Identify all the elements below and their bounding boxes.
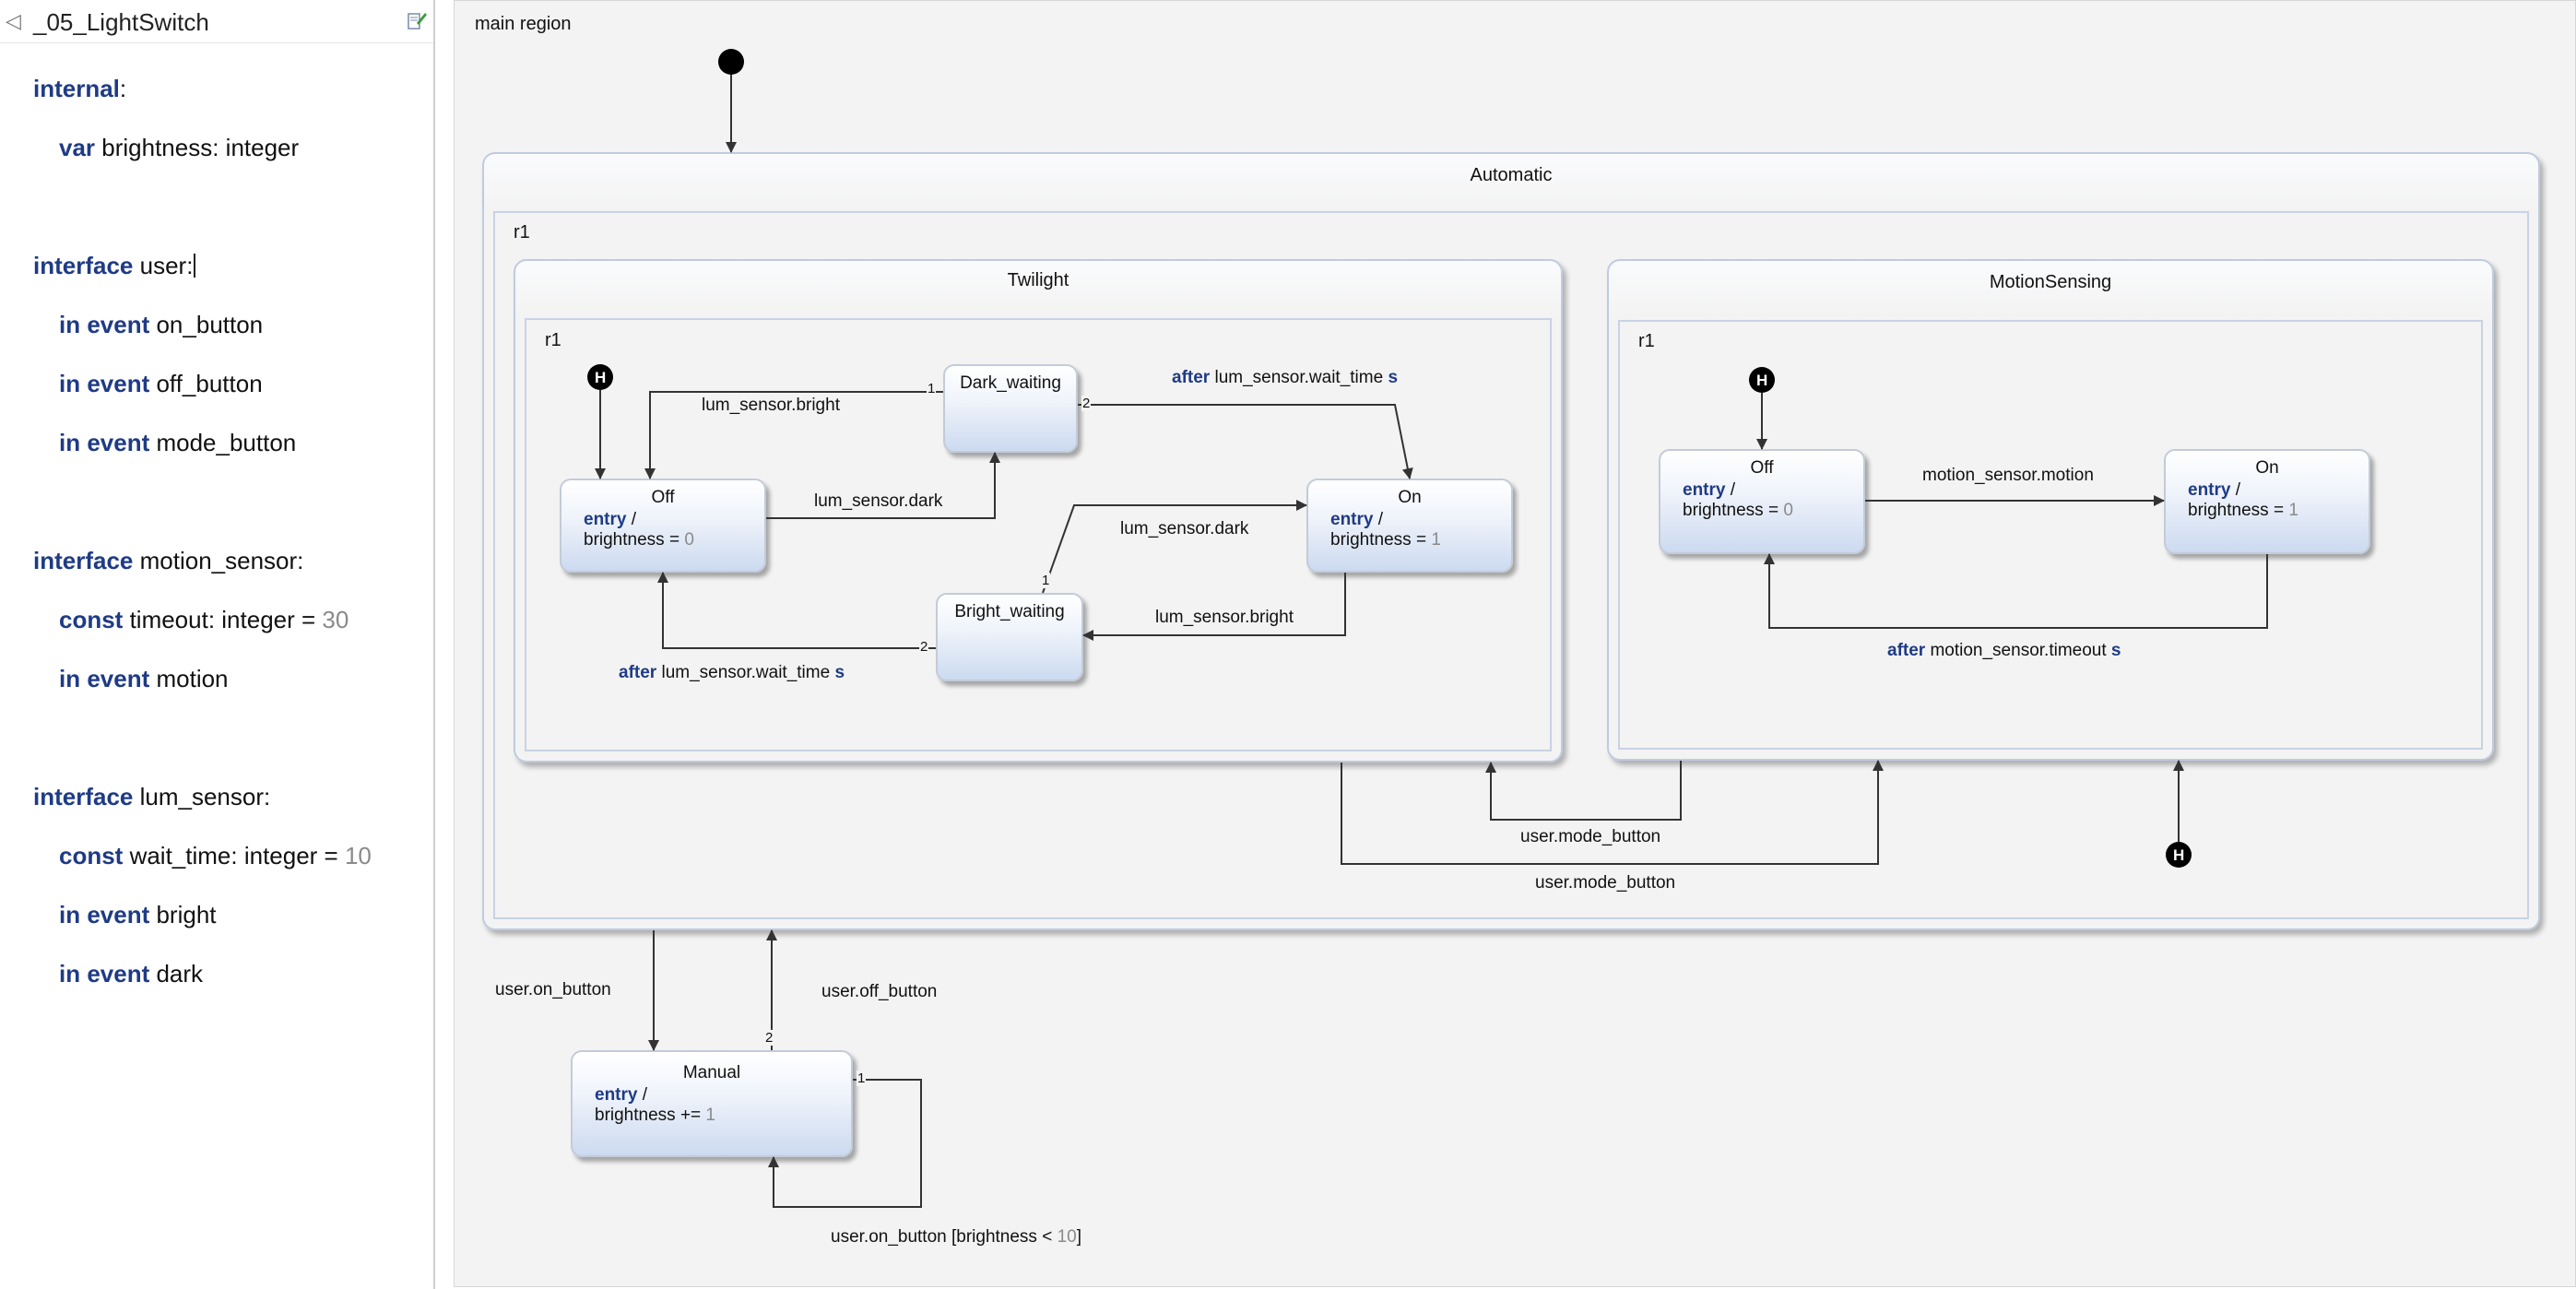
transition-label[interactable]: after lum_sensor.wait_time s: [619, 663, 845, 682]
state-name: On: [2255, 458, 2279, 478]
state-entry-action: entry /brightness += 1: [595, 1085, 715, 1125]
text-cursor: [194, 254, 196, 278]
state-name: Bright_waiting: [954, 602, 1065, 621]
state-entry-action: entry /brightness = 1: [1330, 510, 1441, 550]
state-name: Dark_waiting: [960, 373, 1061, 393]
svg-text:H: H: [2173, 846, 2184, 864]
automatic-history-node[interactable]: H: [2166, 842, 2192, 868]
transition-twilight-to-motion[interactable]: [1341, 760, 1884, 865]
code-line: in event motion: [59, 665, 229, 692]
transition-label[interactable]: user.on_button [brightness < 10]: [831, 1227, 1082, 1247]
initial-state[interactable]: [718, 49, 744, 75]
automatic-region-label: r1: [514, 222, 530, 242]
transition-bright-to-off[interactable]: [657, 572, 936, 649]
code-line: const wait_time: integer = 10: [59, 842, 372, 869]
motion-region-label: r1: [1638, 331, 1655, 351]
transition-label[interactable]: user.mode_button: [1535, 873, 1676, 893]
code-line: in event mode_button: [59, 429, 297, 456]
transition-dark-to-off[interactable]: [644, 391, 943, 479]
code-line: const timeout: integer = 30: [59, 606, 349, 633]
transition-priority: 2: [919, 639, 929, 655]
main-region-label: main region: [475, 14, 572, 34]
state-twilight-on[interactable]: On entry /brightness = 1: [1306, 479, 1513, 573]
svg-text:H: H: [1756, 372, 1767, 389]
code-line: interface user:: [33, 251, 372, 280]
code-line: interface lum_sensor:: [33, 783, 271, 810]
state-motion-on[interactable]: On entry /brightness = 1: [2164, 449, 2370, 554]
state-automatic-title: Automatic: [1470, 165, 1553, 185]
code-line: in event off_button: [59, 370, 263, 397]
statechart-diagram-canvas[interactable]: main region Automatic r1 Twilight r1 Mot…: [454, 0, 2576, 1287]
panel-header: ◁ _05_LightSwitch: [0, 0, 433, 43]
transition-label[interactable]: lum_sensor.dark: [1120, 519, 1249, 538]
svg-text:H: H: [595, 369, 606, 386]
twilight-region-label: r1: [545, 330, 561, 350]
motion-history-node[interactable]: H: [1749, 367, 1775, 393]
definition-section-panel: ◁ _05_LightSwitch internal: var brightne…: [0, 0, 435, 1289]
transition-label[interactable]: user.off_button: [821, 982, 938, 1001]
code-line: var brightness: integer: [59, 134, 300, 161]
transition-off-to-dark[interactable]: [766, 452, 1000, 519]
state-name: Manual: [682, 1063, 741, 1082]
code-line: in event bright: [59, 901, 217, 928]
definition-code-editor[interactable]: internal: var brightness: integer interf…: [33, 44, 372, 1047]
transition-motion-to-twilight[interactable]: [1485, 761, 1682, 821]
transition-label[interactable]: user.on_button: [495, 980, 611, 999]
state-twilight-title: Twilight: [1007, 270, 1069, 290]
state-motion-off[interactable]: Off entry /brightness = 0: [1659, 449, 1865, 554]
collapse-panel-icon[interactable]: ◁: [6, 9, 21, 32]
state-name: Off: [1750, 458, 1774, 478]
state-manual[interactable]: Manual entry /brightness += 1: [571, 1050, 853, 1157]
code-line: internal:: [33, 75, 127, 102]
code-line: in event on_button: [59, 311, 264, 338]
transition-priority: 1: [927, 381, 937, 396]
transition-label[interactable]: lum_sensor.dark: [814, 491, 943, 511]
state-name: On: [1398, 488, 1422, 507]
state-entry-action: entry /brightness = 0: [584, 510, 694, 550]
transition-label[interactable]: after lum_sensor.wait_time s: [1172, 368, 1399, 387]
code-line: interface motion_sensor:: [33, 547, 304, 574]
transition-manual-self[interactable]: [768, 1079, 922, 1208]
state-dark-waiting[interactable]: Dark_waiting: [943, 364, 1078, 453]
transition-priority: 2: [764, 1030, 774, 1046]
statechart-name: _05_LightSwitch: [33, 8, 209, 36]
transition-dark-to-on[interactable]: [1078, 404, 1413, 479]
state-bright-waiting[interactable]: Bright_waiting: [936, 593, 1083, 681]
transition-label[interactable]: after motion_sensor.timeout s: [1887, 641, 2121, 660]
transition-priority: 2: [1081, 396, 1092, 411]
transition-motion-on-to-off[interactable]: [1764, 553, 2268, 629]
transition-label[interactable]: user.mode_button: [1520, 827, 1661, 846]
code-blank-line: [33, 192, 372, 221]
transition-priority: 1: [1041, 573, 1051, 588]
transition-label[interactable]: lum_sensor.bright: [702, 396, 840, 415]
transition-label[interactable]: lum_sensor.bright: [1155, 608, 1294, 627]
state-twilight-off[interactable]: Off entry /brightness = 0: [560, 479, 766, 573]
state-entry-action: entry /brightness = 1: [2188, 480, 2298, 520]
state-name: Off: [651, 488, 675, 507]
transition-on-to-bright[interactable]: [1082, 573, 1346, 641]
code-blank-line: [33, 723, 372, 752]
transition-label[interactable]: motion_sensor.motion: [1922, 466, 2094, 485]
code-line: in event dark: [59, 960, 204, 987]
transition-arrows: H H H: [587, 49, 2268, 1208]
transition-priority: 1: [857, 1070, 867, 1086]
edit-definition-icon[interactable]: [408, 9, 428, 31]
code-blank-line: [33, 487, 372, 516]
twilight-history-node[interactable]: H: [587, 364, 613, 390]
state-entry-action: entry /brightness = 0: [1683, 480, 1793, 520]
transition-bright-to-on[interactable]: [1042, 500, 1307, 594]
state-motion-sensing-title: MotionSensing: [1989, 272, 2112, 292]
